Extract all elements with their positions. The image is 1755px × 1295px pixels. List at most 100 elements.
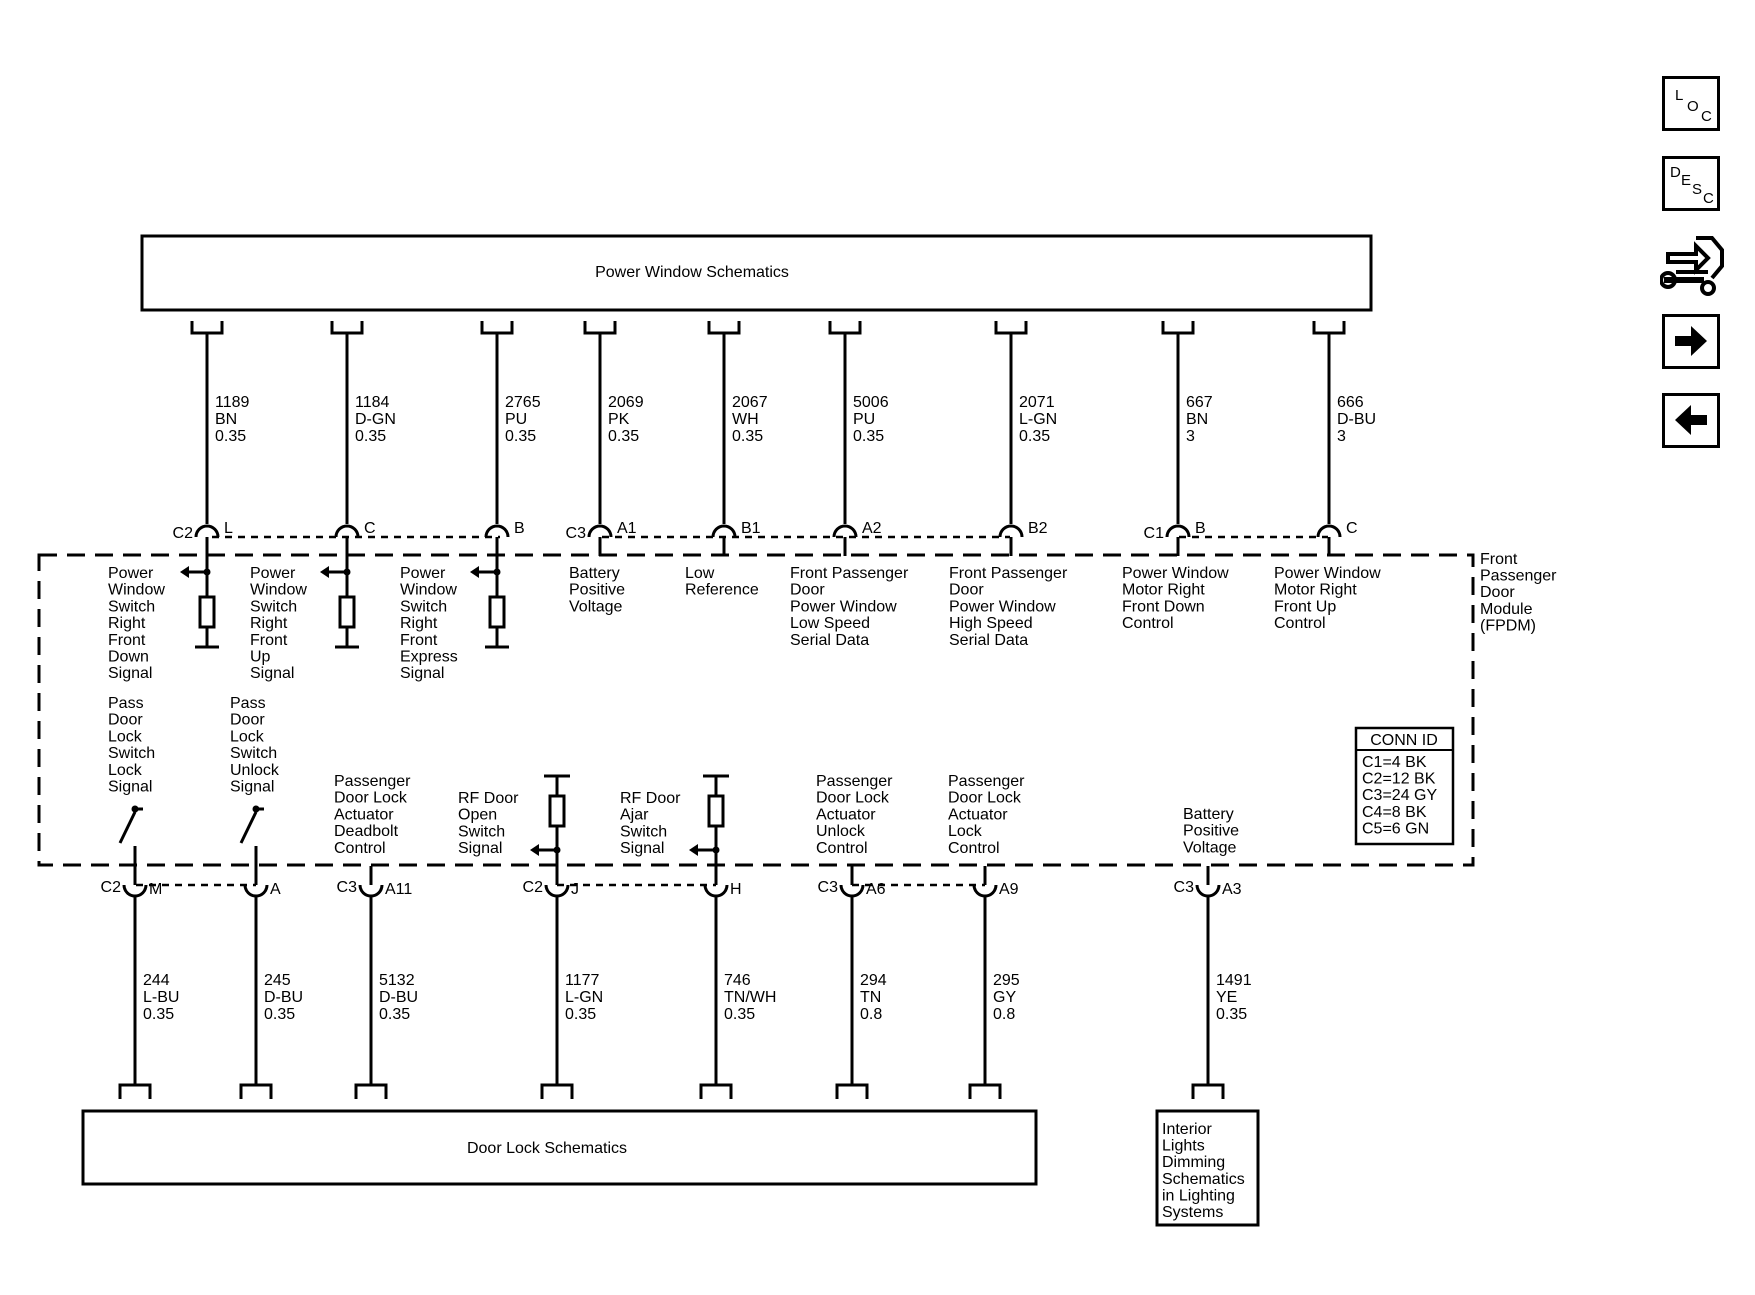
interior-lights-line: in Lighting <box>1162 1187 1235 1204</box>
pin-label: H <box>730 881 742 898</box>
connector-pin <box>1195 884 1221 898</box>
circuit-description: Down <box>108 649 149 666</box>
resistor-symbol <box>488 595 506 629</box>
connector-label: C2 <box>173 525 194 542</box>
wire-gauge: 0.8 <box>860 1006 882 1023</box>
circuit-description: Express <box>400 649 458 666</box>
circuit-number: 1491 <box>1216 972 1252 989</box>
circuit-description: Deadbolt <box>334 823 399 840</box>
connector-pin <box>334 524 360 538</box>
circuit-description: Control <box>1122 615 1174 632</box>
wire-gauge: 0.35 <box>732 428 763 445</box>
circuit-description: Window <box>250 582 307 599</box>
connector-label: C3 <box>1174 879 1195 896</box>
circuit-description: Power <box>108 565 154 582</box>
circuit-number: 2071 <box>1019 394 1055 411</box>
connector-pin <box>839 884 865 898</box>
circuit-description: Signal <box>458 840 502 857</box>
circuit-description: Signal <box>108 779 152 796</box>
circuit-description: Passenger <box>948 773 1025 790</box>
circuit-description: Actuator <box>948 806 1008 823</box>
circuit-description: Unlock <box>230 762 280 779</box>
circuit-description: High Speed <box>949 615 1033 632</box>
door-lock-schematics-label: Door Lock Schematics <box>467 1140 627 1157</box>
pin-label: B1 <box>741 520 761 537</box>
circuit-description: Positive <box>569 582 625 599</box>
power-window-schematics-block[interactable] <box>140 234 1373 312</box>
circuit-description: Voltage <box>569 598 622 615</box>
door-lock-schematics-block[interactable] <box>81 1109 1038 1186</box>
bottom-circuit-245: 245D-BU0.35APassDoorLockSwitchUnlockSign… <box>230 695 303 1099</box>
loc-button[interactable]: L O C <box>1662 76 1720 131</box>
circuit-description: Passenger <box>816 773 893 790</box>
resistor-symbol <box>707 794 725 828</box>
conn-id-item: C1=4 BK <box>1362 754 1427 771</box>
wire-gauge: 0.35 <box>264 1006 295 1023</box>
circuit-description: Reference <box>685 582 759 599</box>
block-terminal <box>480 321 514 335</box>
circuit-description: Voltage <box>1183 839 1236 856</box>
loc-letter-o: O <box>1687 98 1699 115</box>
pin-label: A9 <box>999 881 1019 898</box>
circuit-description: Front Down <box>1122 598 1205 615</box>
pin-label: B <box>1195 520 1206 537</box>
pin-label: A3 <box>1222 881 1242 898</box>
circuit-description: Battery <box>1183 806 1234 823</box>
connector-pin <box>484 524 510 538</box>
wire-gauge: 0.35 <box>853 428 884 445</box>
conn-id-item: C4=8 BK <box>1362 804 1427 821</box>
wire-color: D-GN <box>355 411 396 428</box>
circuit-description: Door Lock <box>948 790 1022 807</box>
module-name-line: Passenger <box>1480 568 1557 585</box>
circuit-description: Window <box>108 582 165 599</box>
desc-letter-d: D <box>1670 164 1681 181</box>
connector-label: C2 <box>101 879 122 896</box>
resistor-pullup-2 <box>470 556 509 649</box>
circuit-description: Power Window <box>1274 565 1381 582</box>
wire-gauge: 0.35 <box>1216 1006 1247 1023</box>
circuit-description: Power Window <box>949 598 1056 615</box>
connector-tool-button[interactable] <box>1659 228 1724 300</box>
block-terminal <box>118 1083 152 1099</box>
desc-button[interactable]: D E S C <box>1662 156 1720 211</box>
conn-id-title: CONN ID <box>1370 732 1438 749</box>
circuit-description: Right <box>250 615 288 632</box>
wire-gauge: 0.35 <box>608 428 639 445</box>
circuit-number: 666 <box>1337 394 1364 411</box>
block-terminal <box>835 1083 869 1099</box>
door-lock-switch-1 <box>239 805 264 866</box>
connector-label: C3 <box>566 525 587 542</box>
circuit-number: 244 <box>143 972 170 989</box>
circuit-description: Signal <box>620 840 664 857</box>
circuit-description: Pass <box>230 695 266 712</box>
block-terminal <box>994 321 1028 335</box>
pin-label: A <box>270 881 281 898</box>
wire-gauge: 0.35 <box>565 1006 596 1023</box>
circuit-description: Signal <box>230 779 274 796</box>
wire-gauge: 0.35 <box>143 1006 174 1023</box>
door-lock-switch-0 <box>118 805 143 866</box>
circuit-description: Signal <box>108 665 152 682</box>
block-terminal <box>540 1083 574 1099</box>
circuit-description: Battery <box>569 565 620 582</box>
circuit-description: Pass <box>108 695 144 712</box>
circuit-description: Door <box>108 712 143 729</box>
interior-lights-schematics-block[interactable] <box>1155 1109 1260 1227</box>
connector-pin <box>1165 524 1191 538</box>
wire-color: L-GN <box>565 989 603 1006</box>
circuit-description: Right <box>400 615 438 632</box>
circuit-number: 2765 <box>505 394 541 411</box>
circuit-number: 5006 <box>853 394 889 411</box>
next-button[interactable] <box>1662 314 1720 369</box>
previous-button[interactable] <box>1662 393 1720 448</box>
desc-letter-e: E <box>1681 172 1692 189</box>
circuit-description: Motor Right <box>1274 582 1357 599</box>
